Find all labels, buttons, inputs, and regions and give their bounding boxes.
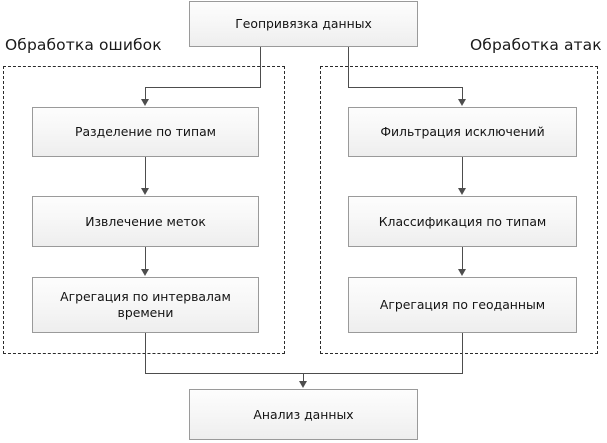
node-geotagging-label: Геопривязка данных (235, 16, 372, 32)
node-filter-exceptions-label: Фильтрация исключений (380, 124, 545, 140)
node-filter-exceptions[interactable]: Фильтрация исключений (348, 107, 577, 157)
connector-top-left-across (145, 87, 261, 88)
connector-right-2-3 (462, 247, 463, 270)
connector-top-right-drop (462, 87, 463, 100)
node-aggregate-time-intervals[interactable]: Агрегация по интервалам времени (32, 277, 259, 333)
node-extract-labels-label: Извлечение меток (85, 213, 206, 229)
node-aggregate-time-intervals-label: Агрегация по интервалам времени (60, 289, 231, 320)
node-extract-labels[interactable]: Извлечение меток (32, 196, 259, 247)
arrowhead-final (299, 381, 307, 388)
node-classify-by-types[interactable]: Классификация по типам (348, 196, 577, 247)
node-data-analysis-label: Анализ данных (253, 406, 354, 422)
connector-merge-bar (145, 373, 463, 374)
connector-left-2-3 (145, 247, 146, 270)
connector-left-merge-down (145, 333, 146, 373)
connector-top-left-drop (145, 87, 146, 100)
arrowhead-right-2-3 (458, 269, 466, 276)
arrowhead-top-left (141, 99, 149, 106)
arrowhead-right-1-2 (458, 188, 466, 195)
node-aggregate-geodata-label: Агрегация по геоданным (379, 297, 546, 313)
group-attack-processing (320, 66, 598, 354)
node-aggregate-geodata[interactable]: Агрегация по геоданным (348, 277, 577, 333)
node-data-analysis[interactable]: Анализ данных (189, 389, 418, 440)
node-classify-by-types-label: Классификация по типам (378, 213, 547, 229)
node-split-by-types-label: Разделение по типам (74, 124, 217, 140)
connector-merge-to-final (303, 373, 304, 383)
connector-right-1-2 (462, 157, 463, 189)
connector-top-right-across (348, 87, 463, 88)
group-error-processing (3, 66, 285, 354)
node-geotagging[interactable]: Геопривязка данных (189, 1, 418, 47)
arrowhead-top-right (458, 99, 466, 106)
arrowhead-left-2-3 (141, 269, 149, 276)
group-label-error-processing: Обработка ошибок (5, 36, 162, 54)
arrowhead-left-1-2 (141, 188, 149, 195)
node-split-by-types[interactable]: Разделение по типам (32, 107, 259, 157)
group-label-attack-processing: Обработка атак (470, 36, 602, 54)
connector-top-right-down (348, 47, 349, 88)
connector-right-merge-down (462, 333, 463, 373)
connector-left-1-2 (145, 157, 146, 189)
connector-top-left-down (260, 47, 261, 88)
